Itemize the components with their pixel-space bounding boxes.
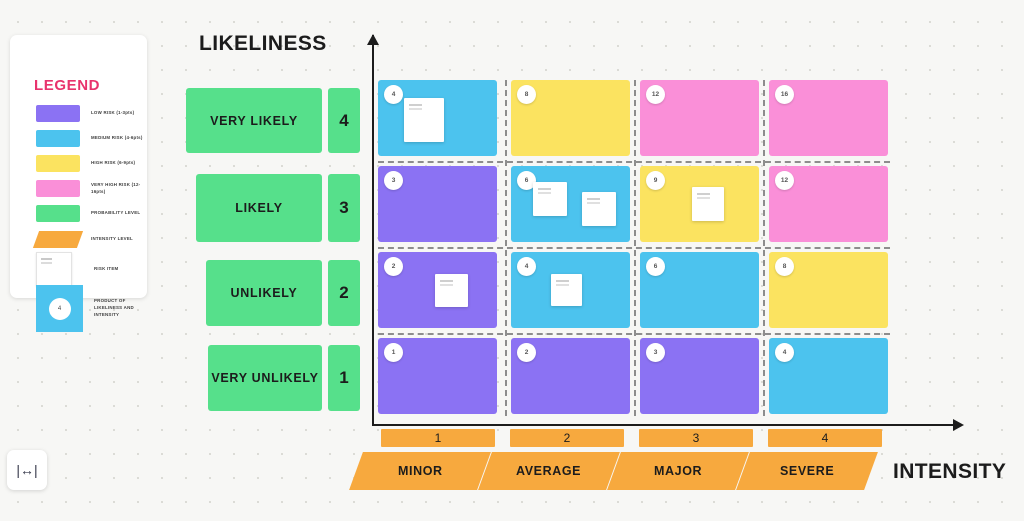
row-label-unlikely[interactable]: UNLIKELY 2 [206,260,360,326]
fit-to-width-icon: |↔| [16,462,38,478]
legend-label-low-risk: LOW RISK (1-3pts) [91,110,135,116]
legend-item-low-risk: LOW RISK (1-3pts) [36,105,134,122]
row-value-very-unlikely: 1 [328,345,360,411]
x-value-average: 2 [510,429,624,447]
matrix-cell-r1c4[interactable]: 4 [769,338,888,414]
sticky-note[interactable] [404,98,444,142]
legend-swatch-low-risk [36,105,80,122]
cell-score-badge: 6 [517,171,536,190]
cell-score-badge: 4 [517,257,536,276]
cell-score-badge: 4 [384,85,403,104]
y-axis-line [367,34,379,425]
cell-score-badge: 9 [646,171,665,190]
cell-score-badge: 12 [775,171,794,190]
sticky-note[interactable] [582,192,616,226]
legend-item-medium-risk: MEDIUM RISK (4-6pts) [36,130,143,147]
x-axis-line [372,419,964,431]
x-label-severe-text: SEVERE [779,464,835,478]
legend-swatch-probability-level [36,205,80,222]
matrix-cell-r1c3[interactable]: 3 [640,338,759,414]
x-value-major: 3 [639,429,753,447]
row-label-very-unlikely-text: VERY UNLIKELY [208,345,322,411]
matrix-cell-r2c4[interactable]: 8 [769,252,888,328]
matrix-cell-r2c2[interactable]: 4 [511,252,630,328]
cell-score-badge: 4 [775,343,794,362]
sticky-note[interactable] [533,182,567,216]
legend-label-very-high-risk: VERY HIGH RISK (12-16pts) [91,181,141,194]
likeliness-axis-title: LIKELINESS [199,32,327,55]
row-label-very-likely-text: VERY LIKELY [186,88,322,153]
legend-swatch-intensity-level [32,231,84,248]
cell-score-badge: 3 [384,171,403,190]
legend-label-medium-risk: MEDIUM RISK (4-6pts) [91,135,143,141]
legend-label-high-risk: HIGH RISK (6-9pts) [91,160,136,166]
cell-score-badge: 12 [646,85,665,104]
legend-item-product: 4 PRODUCT OF LIKELINESS AND INTENSITY [36,285,152,332]
row-value-very-likely: 4 [328,88,360,153]
legend-label-product: PRODUCT OF LIKELINESS AND INTENSITY [94,298,134,317]
legend-panel: LEGEND LOW RISK (1-3pts) MEDIUM RISK (4-… [10,35,147,332]
matrix-cell-r1c1[interactable]: 1 [378,338,497,414]
grid-divider-vertical [763,80,765,416]
legend-title: LEGEND [34,77,101,94]
x-value-severe: 4 [768,429,882,447]
matrix-cell-r3c4[interactable]: 12 [769,166,888,242]
cell-score-badge: 1 [384,343,403,362]
matrix-cell-r3c3[interactable]: 9 [640,166,759,242]
matrix-cell-r4c3[interactable]: 12 [640,80,759,156]
cell-score-badge: 2 [384,257,403,276]
x-label-average-text: AVERAGE [516,464,582,478]
cell-score-badge: 8 [775,257,794,276]
x-label-average[interactable]: AVERAGE [478,452,620,490]
cell-score-badge: 6 [646,257,665,276]
legend-swatch-risk-item [36,252,72,286]
x-label-severe[interactable]: SEVERE [736,452,878,490]
matrix-cell-r3c1[interactable]: 3 [378,166,497,242]
row-label-unlikely-text: UNLIKELY [206,260,322,326]
matrix-cell-r4c1[interactable]: 4 [378,80,497,156]
x-value-minor: 1 [381,429,495,447]
legend-swatch-very-high-risk [36,180,80,197]
matrix-cell-r2c1[interactable]: 2 [378,252,497,328]
row-label-likely[interactable]: LIKELY 3 [196,174,360,242]
grid-divider-vertical [634,80,636,416]
x-label-minor-text: MINOR [397,464,443,478]
cell-score-badge: 8 [517,85,536,104]
legend-label-risk-item: RISK ITEM [94,265,119,271]
matrix-cell-r3c2[interactable]: 6 [511,166,630,242]
legend-label-intensity-level: INTENSITY LEVEL [91,236,133,242]
row-label-likely-text: LIKELY [196,174,322,242]
fit-to-width-button[interactable]: |↔| [7,450,47,490]
row-label-very-likely[interactable]: VERY LIKELY 4 [186,88,360,153]
cell-score-badge: 2 [517,343,536,362]
grid-divider-vertical [505,80,507,416]
row-value-unlikely: 2 [328,260,360,326]
legend-item-high-risk: HIGH RISK (6-9pts) [36,155,135,172]
legend-label-probability-level: PROBABILITY LEVEL [91,210,141,216]
x-label-minor[interactable]: MINOR [349,452,491,490]
legend-item-probability-level: PROBABILITY LEVEL [36,205,140,222]
sticky-note[interactable] [435,274,468,307]
sticky-note[interactable] [692,187,724,221]
legend-swatch-high-risk [36,155,80,172]
matrix-cell-r4c2[interactable]: 8 [511,80,630,156]
legend-item-risk-item: RISK ITEM [36,252,118,286]
matrix-cell-r2c3[interactable]: 6 [640,252,759,328]
matrix-cell-r4c4[interactable]: 16 [769,80,888,156]
legend-swatch-product: 4 [36,285,83,332]
legend-item-very-high-risk: VERY HIGH RISK (12-16pts) [36,180,147,197]
cell-score-badge: 16 [775,85,794,104]
legend-item-intensity-level: INTENSITY LEVEL [32,231,133,248]
row-value-likely: 3 [328,174,360,242]
legend-product-badge: 4 [48,297,71,320]
cell-score-badge: 3 [646,343,665,362]
matrix-cell-r1c2[interactable]: 2 [511,338,630,414]
intensity-axis-title: INTENSITY [893,460,1007,483]
x-label-major-text: MAJOR [653,464,703,478]
x-label-major[interactable]: MAJOR [607,452,749,490]
legend-swatch-medium-risk [36,130,80,147]
sticky-note[interactable] [551,274,582,306]
risk-matrix-grid: 4 8 12 16 3 6 9 12 2 4 6 8 1 [378,80,890,416]
row-label-very-unlikely[interactable]: VERY UNLIKELY 1 [208,345,360,411]
